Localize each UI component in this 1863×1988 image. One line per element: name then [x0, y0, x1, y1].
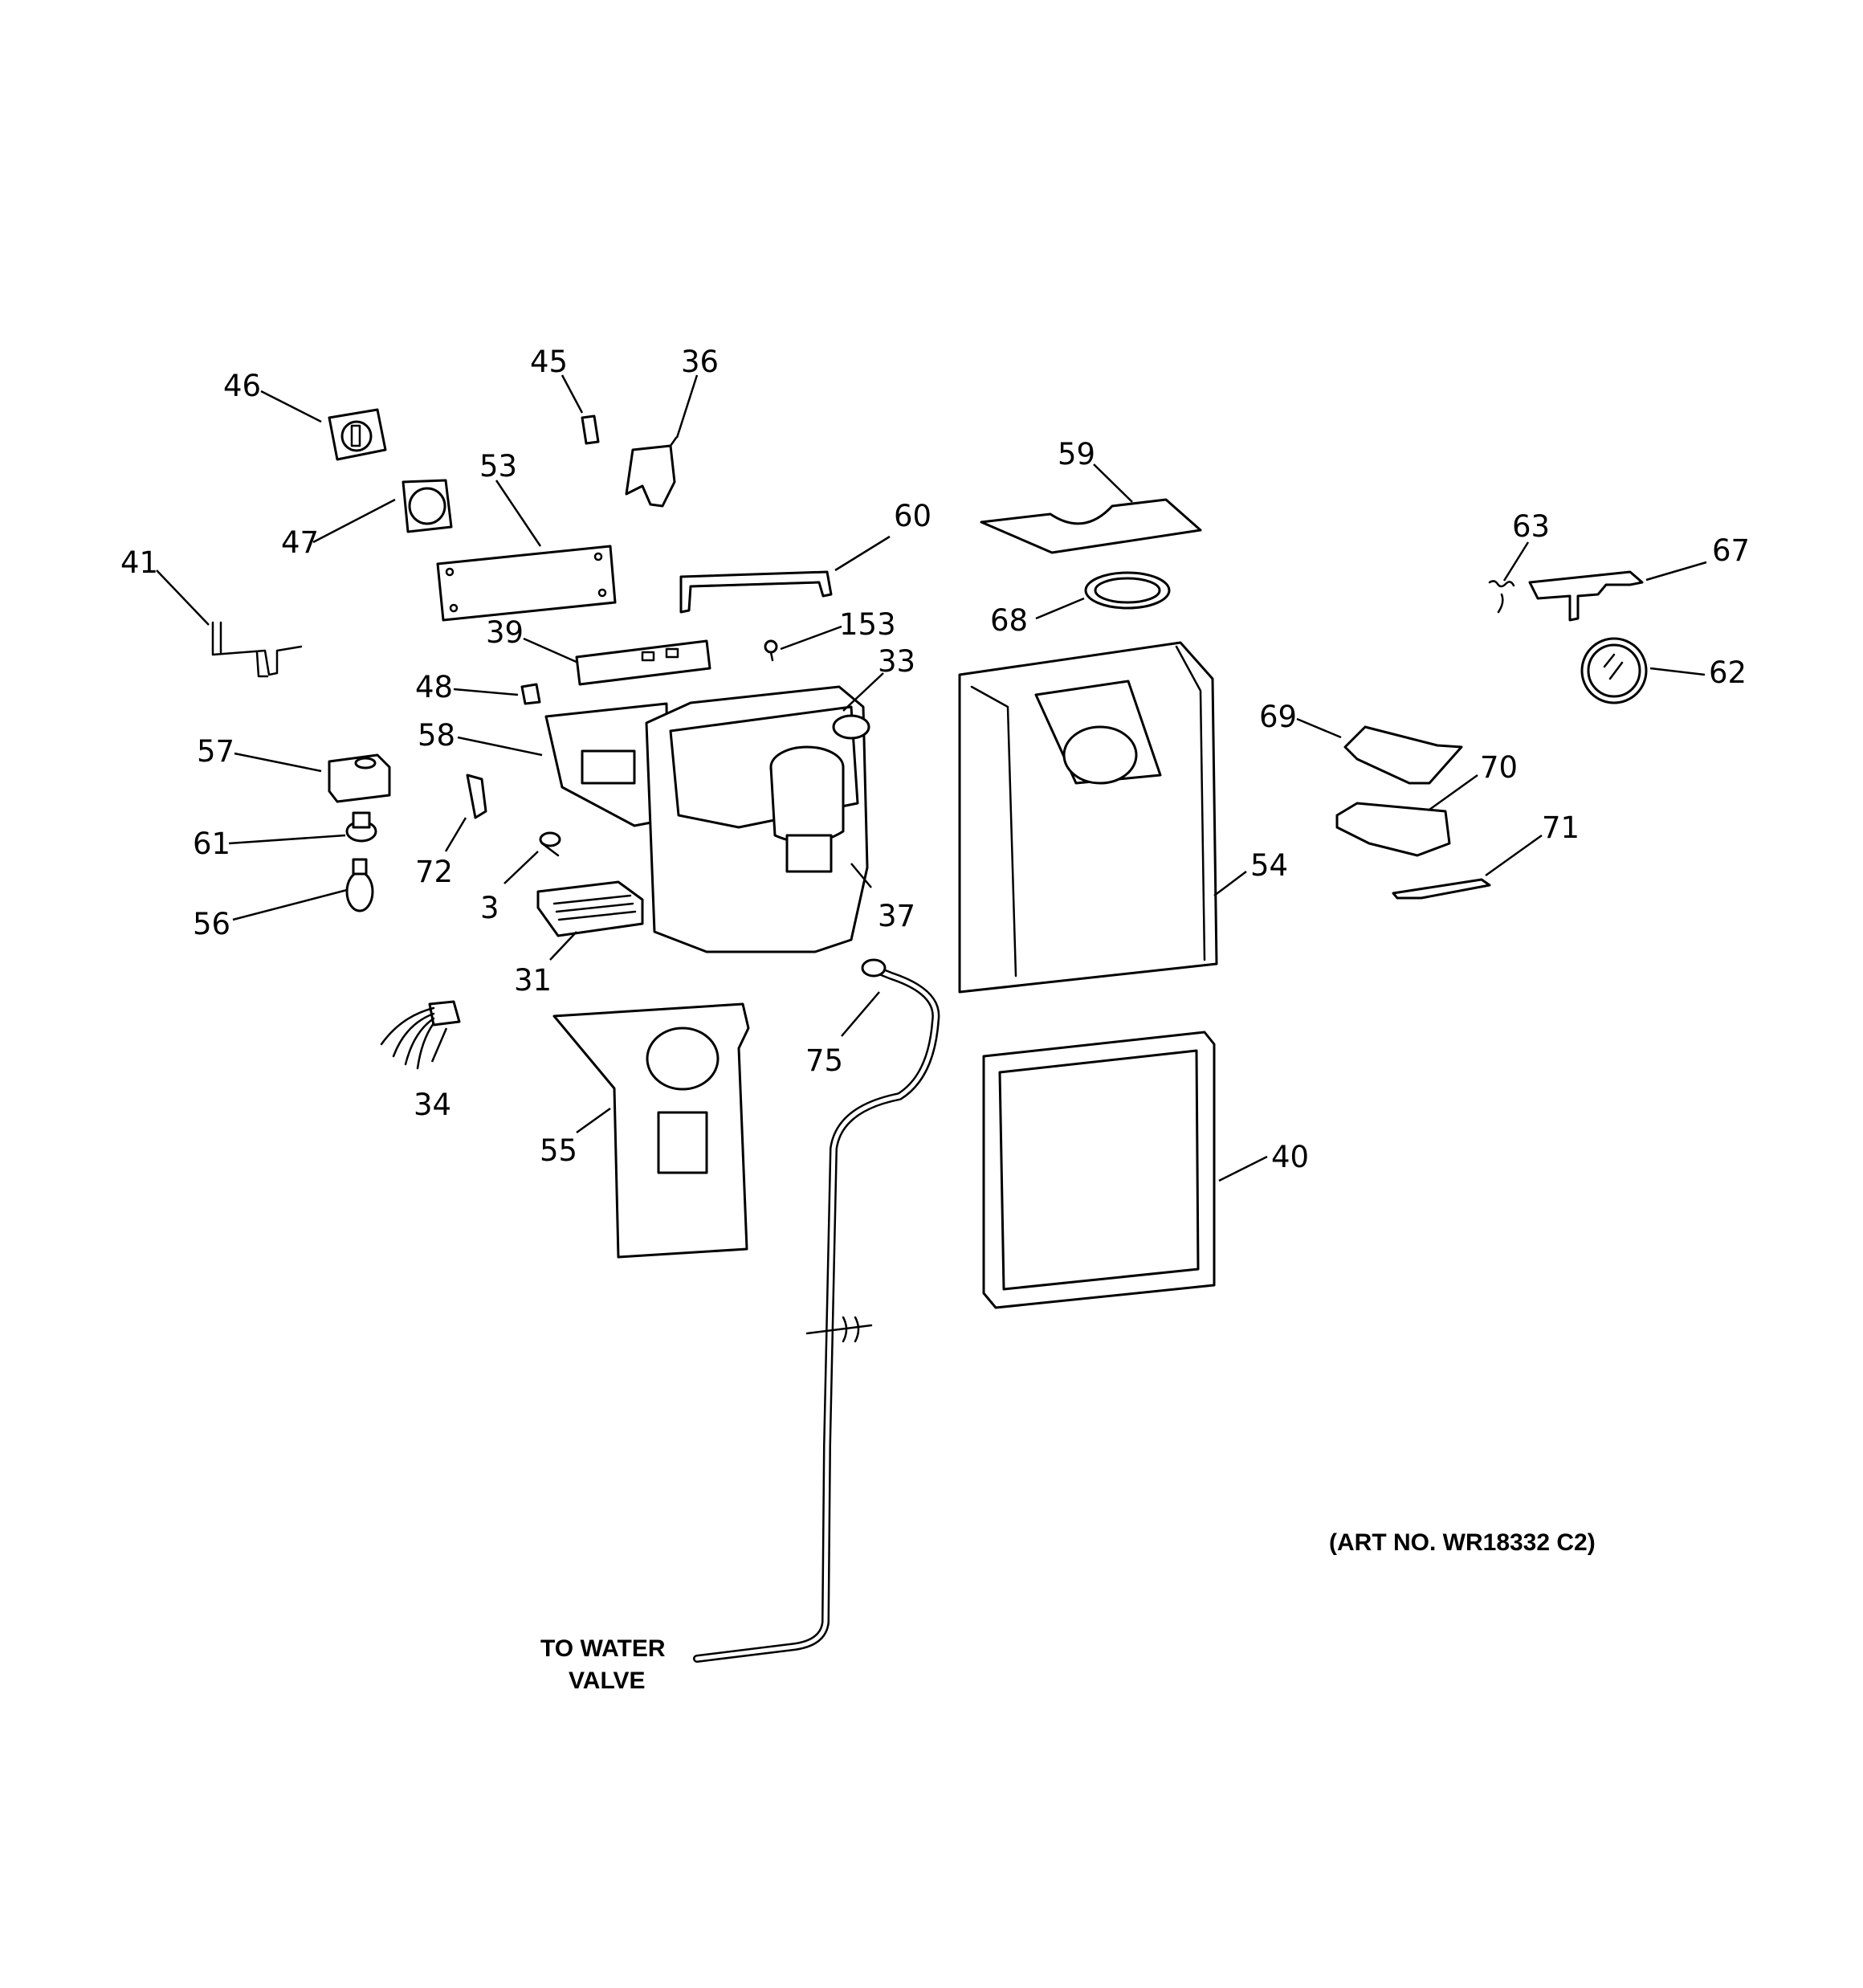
part-71-strip	[1392, 878, 1491, 900]
callout-61: 61	[193, 827, 230, 861]
part-55-funnel-panel	[552, 1002, 750, 1259]
part-36-hinge-bracket	[625, 436, 678, 508]
callout-55: 55	[540, 1133, 577, 1168]
part-53-panel	[436, 545, 617, 622]
callout-68: 68	[990, 603, 1028, 638]
part-69-chute	[1343, 725, 1463, 785]
part-57-light-socket-box	[328, 753, 391, 803]
callout-70: 70	[1480, 750, 1518, 785]
part-48-switch	[520, 683, 541, 705]
part-45-clip	[581, 414, 600, 445]
callout-45: 45	[530, 345, 568, 379]
part-72-switch	[466, 774, 487, 819]
callout-53: 53	[479, 449, 517, 484]
part-46-knob-housing	[328, 408, 387, 461]
callout-37: 37	[878, 899, 915, 933]
part-33-37-dispenser-housing	[645, 685, 870, 953]
part-40-frame-gasket	[982, 1031, 1216, 1309]
callout-60: 60	[894, 499, 932, 533]
part-62-lens	[1580, 637, 1648, 704]
callout-57: 57	[197, 734, 234, 769]
part-67-arm-bracket	[1528, 570, 1644, 622]
callout-labels: 46 45 36 53 47 41 60 59 63 67 68 39 153 …	[120, 345, 1750, 1174]
callout-48: 48	[415, 670, 453, 704]
callout-69: 69	[1259, 700, 1297, 734]
part-54-door-shell	[958, 641, 1218, 994]
callout-63: 63	[1512, 509, 1550, 544]
part-60-channel	[679, 570, 833, 614]
part-41-actuator-arm	[211, 621, 303, 678]
part-63-spring	[1488, 580, 1515, 614]
part-70-chute-housing	[1335, 802, 1451, 857]
callout-54: 54	[1250, 848, 1288, 883]
callout-75: 75	[805, 1043, 843, 1078]
callout-46: 46	[223, 369, 261, 403]
callout-47: 47	[281, 525, 319, 560]
callout-40: 40	[1271, 1140, 1309, 1174]
water-valve-caption-line1: TO WATER	[540, 1635, 666, 1662]
callout-153: 153	[839, 607, 896, 642]
part-59-gasket-sheet	[980, 498, 1202, 554]
callout-59: 59	[1058, 437, 1095, 471]
callout-41: 41	[120, 545, 158, 580]
callout-33: 33	[878, 644, 915, 679]
part-47-mounting-bracket	[402, 479, 453, 533]
art-number-caption: (ART NO. WR18332 C2)	[1329, 1529, 1596, 1556]
leader-lines	[156, 374, 1707, 1182]
callout-39: 39	[486, 615, 524, 650]
callout-72: 72	[415, 855, 453, 889]
callout-31: 31	[514, 963, 552, 998]
callout-67: 67	[1712, 533, 1750, 568]
part-68-seal-ring	[1084, 571, 1171, 610]
callout-3: 3	[480, 891, 499, 925]
part-3-screw	[539, 831, 561, 857]
callout-58: 58	[418, 718, 455, 753]
part-31-drip-tray	[536, 880, 644, 937]
part-56-bulb	[345, 858, 374, 912]
part-61-socket	[345, 811, 377, 843]
water-valve-caption-line2: VALVE	[569, 1668, 646, 1694]
callout-56: 56	[193, 907, 230, 941]
callout-62: 62	[1709, 655, 1747, 690]
callout-34: 34	[414, 1088, 451, 1122]
callout-36: 36	[681, 345, 719, 379]
part-153-screw	[764, 639, 778, 662]
part-75-water-tube	[693, 958, 940, 1663]
part-34-wire-harness	[380, 1000, 461, 1070]
part-39-switch-board	[575, 639, 711, 686]
callout-71: 71	[1542, 810, 1580, 845]
